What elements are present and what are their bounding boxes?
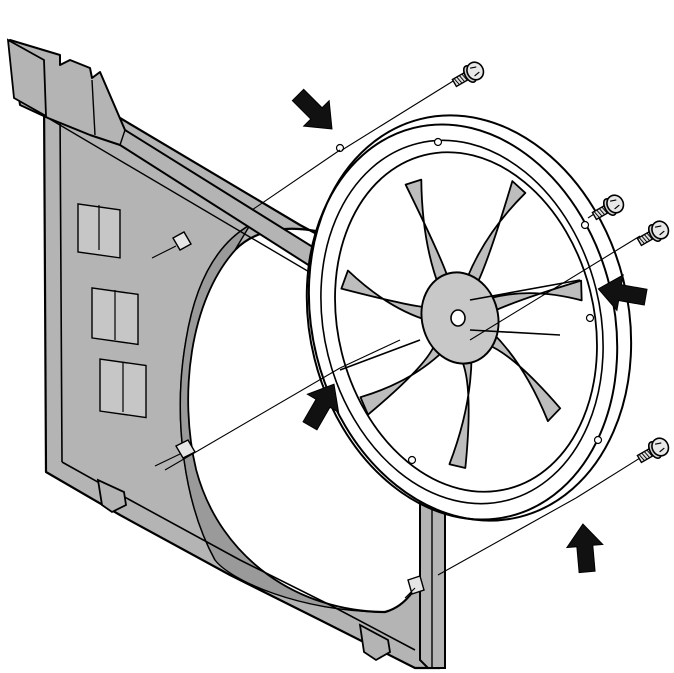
alignment-lines [151, 77, 641, 599]
shroud-foot-left [96, 478, 127, 514]
shroud-clip-top [172, 231, 192, 251]
fan-unit [305, 114, 633, 522]
arrow-icon [565, 523, 604, 574]
bolt-icon [451, 61, 485, 88]
bolt-icon [636, 437, 670, 464]
fan-hub-center [450, 309, 466, 327]
fan-blades [340, 178, 583, 469]
fan-blade [404, 178, 450, 290]
fan-blade [359, 340, 445, 416]
fan-ring-inner [320, 139, 604, 505]
arrow-icon [291, 88, 333, 130]
fan-ring-holes [335, 137, 603, 465]
fan-blade [485, 331, 562, 423]
fan-blade [489, 279, 583, 312]
fan-blade [448, 355, 473, 469]
shroud-clip-bottom [407, 575, 425, 595]
fan-blade [340, 269, 432, 322]
bolt-icon [636, 220, 670, 247]
arrow-icon [597, 273, 648, 312]
shroud-foot-right [358, 623, 391, 662]
shroud-top-tab-left [6, 38, 47, 118]
pointer-arrows [291, 88, 648, 574]
fan-blade [466, 180, 527, 284]
bolt-icon [591, 194, 625, 221]
mounting-bolts [451, 61, 670, 464]
shroud-panel-dividers [98, 205, 124, 412]
arrow-icon [302, 383, 340, 431]
